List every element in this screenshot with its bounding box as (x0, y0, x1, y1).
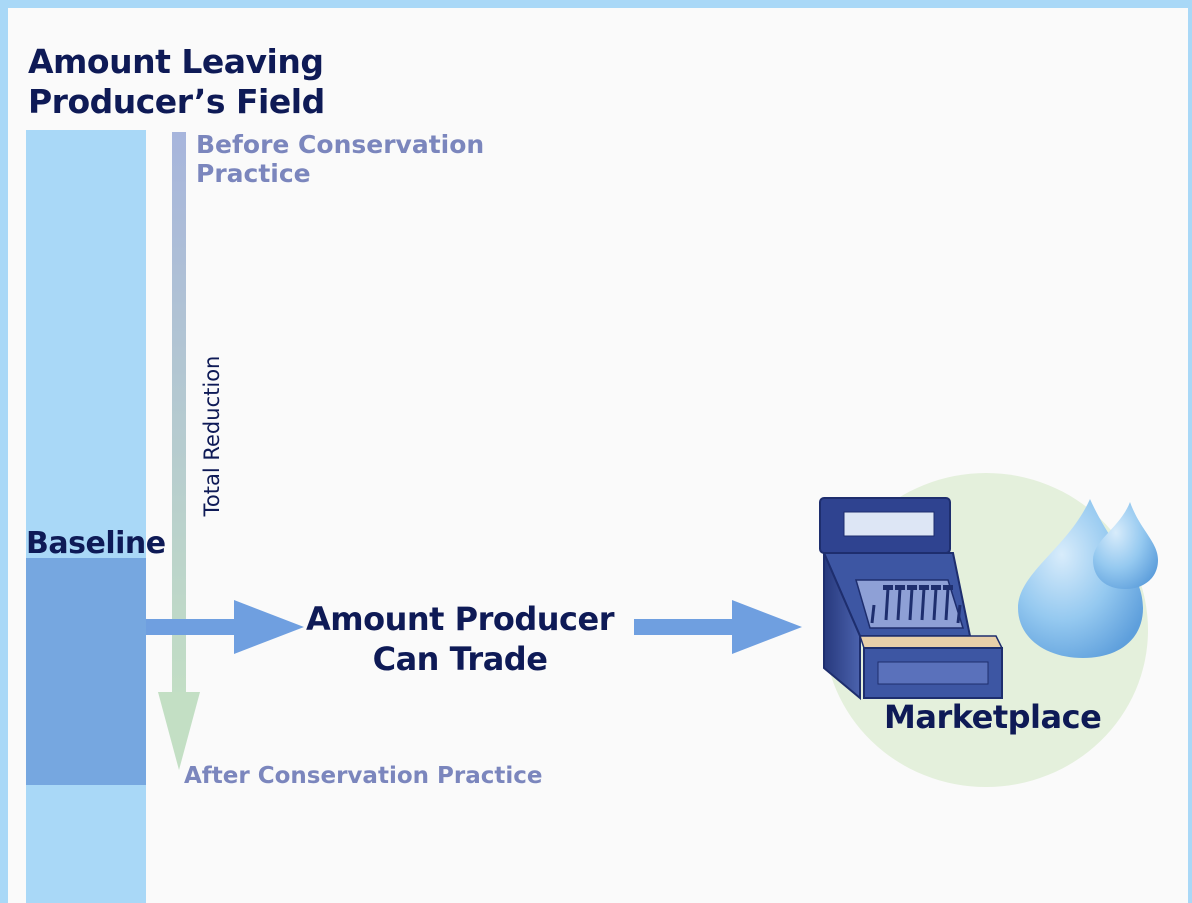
reduction-arrowhead (158, 692, 200, 770)
cash-register-icon (819, 497, 1004, 701)
before-line-1: Before Conservation (196, 130, 485, 159)
trade-line-1: Amount Producer (306, 600, 614, 638)
total-reduction-arrow (158, 132, 200, 770)
marketplace-label: Marketplace (884, 698, 1102, 736)
baseline-label: Baseline (26, 526, 166, 561)
amount-producer-can-trade-label: Amount Producer Can Trade (290, 599, 630, 679)
total-reduction-label: Total Reduction (200, 355, 224, 517)
arrow-to-marketplace (634, 600, 802, 654)
diagram-art (146, 132, 1158, 787)
arrow-to-trade (146, 600, 304, 654)
trade-line-2: Can Trade (372, 640, 548, 678)
before-line-2: Practice (196, 159, 311, 188)
water-drops-icon (1018, 499, 1158, 658)
before-conservation-label: Before Conservation Practice (196, 130, 484, 188)
title: Amount Leaving Producer’s Field (28, 42, 325, 122)
after-conservation-label: After Conservation Practice (184, 763, 543, 789)
title-line-1: Amount Leaving (28, 42, 324, 81)
tradeable-amount-block (26, 558, 146, 785)
title-line-2: Producer’s Field (28, 82, 325, 121)
